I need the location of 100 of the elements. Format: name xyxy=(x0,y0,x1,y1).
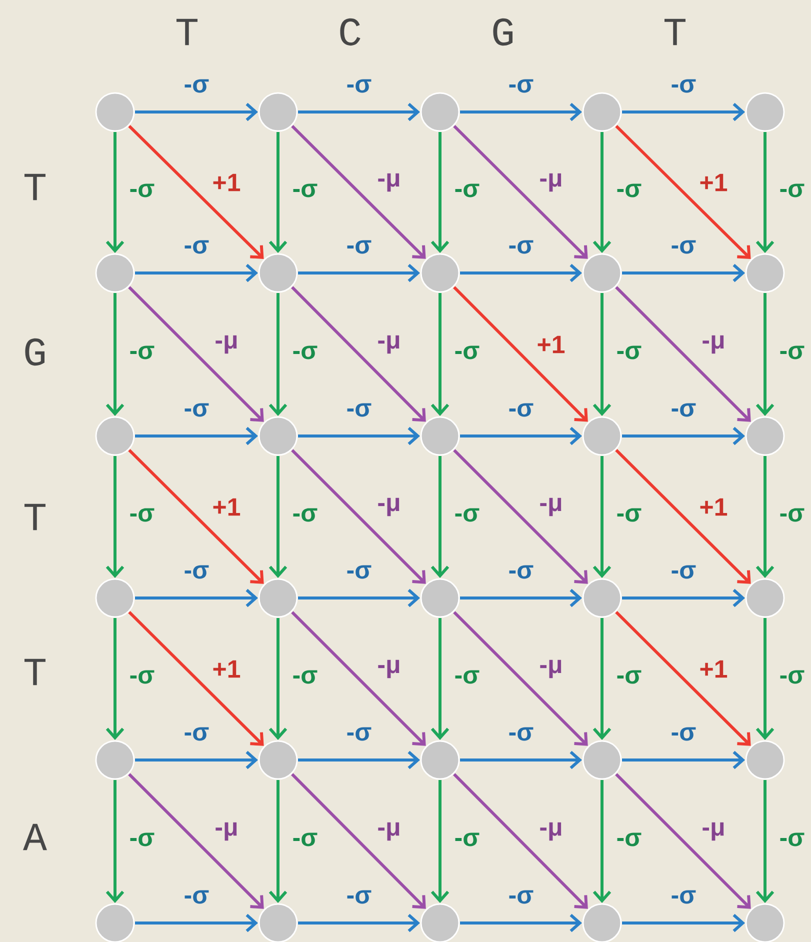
arrow xyxy=(592,456,612,578)
edge-label: +1 xyxy=(700,660,728,678)
arrow xyxy=(592,618,612,740)
edge-label: +1 xyxy=(213,498,240,516)
grid-node xyxy=(258,578,298,618)
sequence-letter: G xyxy=(493,18,513,46)
edge-label: -μ xyxy=(216,335,237,354)
edge-label: -σ xyxy=(617,346,642,360)
grid-node xyxy=(258,253,298,293)
grid-node xyxy=(258,416,298,456)
edge-label: -μ xyxy=(378,660,400,678)
edge-label: +1 xyxy=(213,660,240,678)
edge-label: -σ xyxy=(672,565,696,579)
arrow xyxy=(128,773,264,909)
grid-node xyxy=(95,92,135,132)
arrow xyxy=(615,124,751,259)
arrow xyxy=(622,264,745,282)
arrow xyxy=(430,456,450,578)
arrow xyxy=(291,286,426,422)
arrow xyxy=(268,780,288,903)
grid-node xyxy=(582,253,622,293)
edge-label: -σ xyxy=(617,508,642,522)
edge-label: -σ xyxy=(293,184,318,198)
sequence-letter: T xyxy=(24,658,46,686)
edge-label: -σ xyxy=(347,565,372,579)
edge-label: -σ xyxy=(672,727,696,741)
sequence-letter: A xyxy=(23,824,47,850)
arrow xyxy=(298,102,420,122)
arrow xyxy=(622,914,745,932)
edge-label: -σ xyxy=(347,727,372,741)
edge-label: -σ xyxy=(184,565,209,579)
arrow xyxy=(460,750,582,770)
edge-label: -σ xyxy=(672,79,696,93)
arrow xyxy=(135,426,258,446)
arrow xyxy=(291,125,426,259)
edge-label: -σ xyxy=(617,832,642,846)
arrow xyxy=(268,456,288,578)
grid-node xyxy=(745,903,785,942)
arrow xyxy=(430,780,450,903)
arrow xyxy=(592,780,612,903)
edge-label: -σ xyxy=(130,670,154,684)
edge-label: -σ xyxy=(455,832,480,846)
edge-label: -σ xyxy=(130,346,154,360)
edge-label: -σ xyxy=(509,403,534,417)
arrow xyxy=(291,449,426,584)
arrow xyxy=(756,780,774,903)
arrow xyxy=(460,102,582,122)
grid-node xyxy=(420,903,460,942)
edge-label: -σ xyxy=(347,240,372,254)
grid-node xyxy=(95,416,135,456)
arrow xyxy=(128,124,264,259)
edge-label: -σ xyxy=(672,240,696,254)
edge-label: -σ xyxy=(780,508,804,522)
arrow xyxy=(135,264,258,282)
edge-label: -σ xyxy=(130,184,154,198)
edge-label: -σ xyxy=(617,670,642,684)
grid-node xyxy=(95,578,135,618)
arrow xyxy=(298,750,420,770)
arrow xyxy=(622,588,745,608)
arrow xyxy=(135,914,258,932)
arrow xyxy=(460,426,582,446)
arrow xyxy=(453,449,588,584)
arrow xyxy=(298,426,420,446)
edge-label: -σ xyxy=(617,184,642,198)
edge-label: -σ xyxy=(184,79,209,93)
edge-label: -μ xyxy=(540,822,562,841)
edge-label: +1 xyxy=(700,498,728,516)
arrow xyxy=(268,293,288,416)
grid-node xyxy=(745,92,785,132)
edge-label: -μ xyxy=(540,173,562,192)
arrow xyxy=(453,773,588,909)
edge-label: -σ xyxy=(509,565,534,579)
edge-label: -σ xyxy=(184,240,209,254)
edge-label: -σ xyxy=(509,727,534,741)
arrow xyxy=(615,611,751,746)
arrow xyxy=(756,456,774,578)
edge-label: +1 xyxy=(700,174,728,192)
edge-label: -σ xyxy=(455,670,480,684)
edge-label: -σ xyxy=(347,890,372,904)
arrow xyxy=(135,588,258,608)
arrow xyxy=(430,293,450,416)
grid-node xyxy=(582,903,622,942)
grid-node xyxy=(258,903,298,942)
arrow xyxy=(615,773,751,909)
sequence-letter: T xyxy=(176,18,198,46)
edge-label: -σ xyxy=(184,403,209,417)
grid-node xyxy=(258,92,298,132)
arrow xyxy=(453,611,588,746)
arrow xyxy=(298,264,420,282)
sequence-letter: T xyxy=(24,174,46,200)
edge-label: -σ xyxy=(130,508,154,522)
grid-node xyxy=(582,416,622,456)
edge-label: -σ xyxy=(509,890,534,904)
arrow xyxy=(460,914,582,932)
arrow xyxy=(756,293,774,416)
arrow xyxy=(106,456,124,578)
edge-label: -σ xyxy=(780,670,804,684)
edge-label: -σ xyxy=(293,670,318,684)
arrow xyxy=(430,132,450,253)
arrow xyxy=(106,618,124,740)
